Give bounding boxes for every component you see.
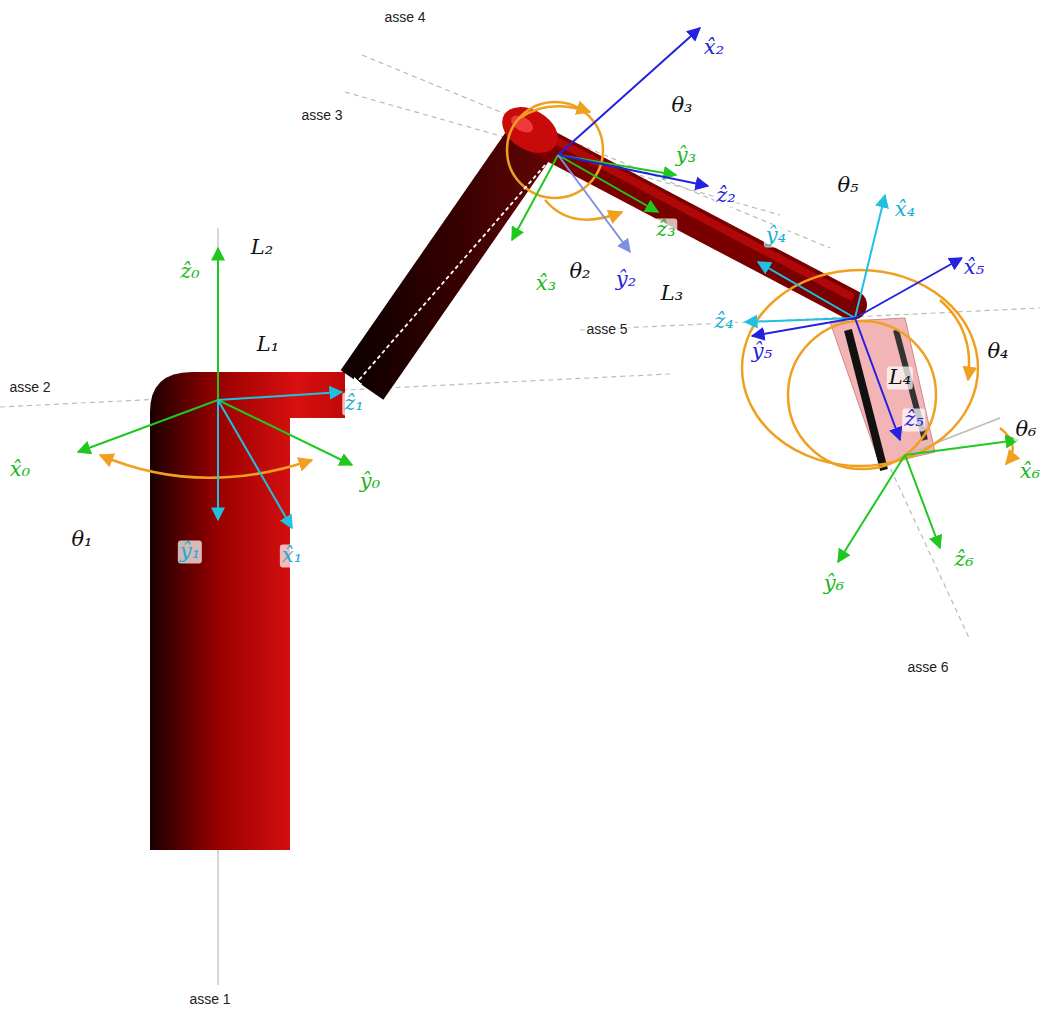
rotation-arrows-part [788, 321, 936, 469]
robot-body-part [150, 372, 345, 850]
rotation-arrows-part [520, 106, 590, 118]
frame-axis-label: x̂₆ [1018, 460, 1042, 483]
frame-axis-label: ẑ₁ [342, 392, 365, 415]
link-length: L₁ [255, 333, 281, 356]
frame-axis-label: ŷ₂ [614, 268, 638, 291]
frame-axes-green-part [558, 155, 658, 212]
frame-axes-green-part [78, 400, 218, 452]
frame-axis-label: ŷ₆ [822, 572, 846, 595]
axis-name: asse 5 [584, 322, 629, 337]
frame-axes-blue-part [558, 28, 700, 155]
frame-axes-blue-part [752, 318, 855, 336]
frame-axes-green-part [218, 400, 352, 465]
frame-axes-green-part [905, 440, 1018, 455]
link-length: L₃ [659, 282, 685, 305]
link-length: L₂ [249, 236, 275, 259]
rotation-arrows-part [1000, 428, 1013, 464]
rotation-arrows-part [507, 102, 603, 198]
frame-axis-label: ẑ₄ [712, 310, 735, 333]
frame-axis-label: ẑ₂ [714, 184, 737, 207]
frame-axis-label: x̂₄ [893, 198, 917, 221]
frame-axis-label: x̂₃ [534, 272, 558, 295]
frame-axis-label: x̂₅ [962, 256, 986, 279]
link-length: L₄ [887, 366, 913, 389]
frame-axis-label: x̂₁ [280, 544, 304, 567]
robot-body-part [848, 330, 884, 470]
frame-axes-cyan [218, 195, 885, 528]
frame-axis-label: ẑ₀ [178, 260, 201, 283]
frame-axis-label: x̂₀ [8, 458, 32, 481]
frame-axes-green-part [905, 455, 940, 548]
rotation-arrows-part [545, 200, 622, 220]
robot-body-part [535, 138, 852, 305]
frame-axes-green-part [838, 455, 905, 562]
frame-axis-label: ŷ₁ [178, 540, 202, 563]
frame-axis-label: ŷ₄ [764, 224, 788, 247]
link-length-arrow-part [352, 165, 545, 388]
frame-axes-green-part [217, 248, 219, 400]
axis-name: asse 6 [905, 660, 950, 675]
frame-axes-cyan-part [758, 262, 855, 318]
joint-angle: θ₂ [567, 260, 592, 283]
frame-axes-cyan-part [855, 195, 885, 318]
frame-axis-label: ŷ₃ [674, 144, 698, 167]
joint-angle: θ₆ [1013, 418, 1038, 441]
axis-name: asse 1 [187, 992, 232, 1007]
frame-axis-lightblue [558, 155, 630, 252]
joint-axis-lines [0, 55, 1040, 985]
rotation-arrows-part [100, 455, 312, 478]
frame-axis-label: ŷ₅ [750, 340, 774, 363]
joint-axis-lines-part [362, 55, 830, 248]
frame-axes-cyan-part [217, 400, 219, 520]
axis-name: asse 4 [382, 10, 427, 25]
frame-axes-blue-part [855, 258, 962, 318]
frame-axes-cyan-part [218, 400, 292, 528]
frame-axes-green-part [512, 155, 558, 240]
frame-axis-label: x̂₂ [702, 36, 726, 59]
rotation-arrows [100, 102, 1013, 478]
frame-axis-label: ẑ₅ [902, 408, 925, 431]
frame-axes-green [78, 155, 1018, 562]
joint-angle: θ₄ [985, 340, 1010, 363]
frame-axis-label: ŷ₀ [358, 470, 382, 493]
robot-body [150, 98, 1000, 850]
frame-axis-lightblue-part [558, 155, 630, 252]
axis-name: asse 2 [7, 380, 52, 395]
rotation-arrows-part [940, 300, 969, 380]
joint-angle: θ₁ [69, 528, 94, 551]
joint-angle: θ₅ [835, 174, 860, 197]
frame-axes-cyan-part [218, 392, 342, 400]
joint-angle: θ₃ [669, 94, 694, 117]
frame-axis-label: ẑ₆ [952, 548, 975, 571]
frame-axis-label: ẑ₃ [654, 218, 677, 241]
link-length-arrow [352, 165, 545, 388]
axis-name: asse 3 [299, 108, 344, 123]
robot-body-part [540, 132, 850, 296]
frame-axes-blue [558, 28, 962, 440]
